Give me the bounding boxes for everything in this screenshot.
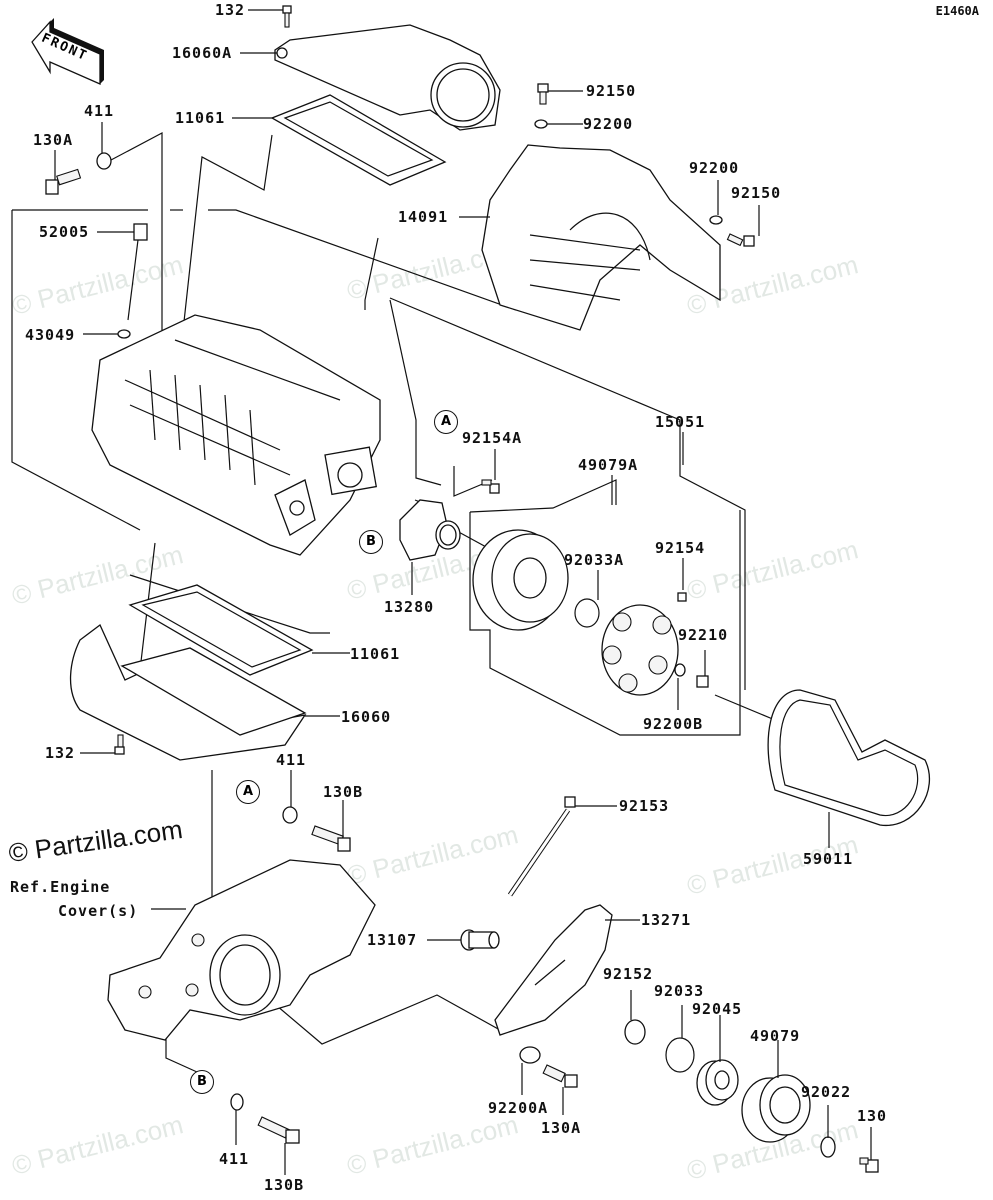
bolt-92150-right <box>726 233 755 247</box>
part-engine-cover <box>107 859 376 1041</box>
part-label-11061: 11061 <box>175 109 226 127</box>
bolt-130A-top <box>45 168 82 195</box>
bolt-92154 <box>677 592 687 602</box>
part-label-411: 411 <box>84 102 115 120</box>
part-label-16060A: 16060A <box>172 44 233 62</box>
part-14091 <box>481 144 721 331</box>
part-label-130: 130 <box>857 1107 888 1125</box>
part-13271 <box>494 904 613 1036</box>
bolt-132-top <box>282 5 292 28</box>
part-label-43049: 43049 <box>25 326 76 344</box>
bolt-92154A <box>481 479 500 494</box>
callout-a: A <box>236 780 260 804</box>
part-label-92045: 92045 <box>692 1000 743 1018</box>
part-label-13107: 13107 <box>367 931 418 949</box>
part-label-13280: 13280 <box>384 598 435 616</box>
nut-92210 <box>696 675 709 688</box>
part-label-92153: 92153 <box>619 797 670 815</box>
part-label-49079: 49079 <box>750 1027 801 1045</box>
pulley-49079 <box>741 1074 811 1143</box>
part-label-92200B: 92200B <box>643 715 704 733</box>
part-label-130A: 130A <box>33 131 74 149</box>
circlip-92033 <box>665 1037 695 1073</box>
part-label-92200: 92200 <box>689 159 740 177</box>
part-label-411: 411 <box>276 751 307 769</box>
washer-411-mid <box>282 806 298 824</box>
part-label-92150: 92150 <box>731 184 782 202</box>
part-label-49079A: 49079A <box>578 456 639 474</box>
part-label-59011: 59011 <box>803 850 854 868</box>
part-label-132: 132 <box>45 744 76 762</box>
part-label-92150: 92150 <box>586 82 637 100</box>
part-label-13271: 13271 <box>641 911 692 929</box>
washer-92022 <box>820 1136 836 1158</box>
bolt-130A-bottom <box>542 1064 578 1088</box>
part-label-130B: 130B <box>264 1176 305 1194</box>
part-label-92200: 92200 <box>583 115 634 133</box>
part-supercharger-body <box>91 314 381 556</box>
front-arrow-icon <box>31 18 104 85</box>
part-label-411: 411 <box>219 1150 250 1168</box>
bearing-92045 <box>696 1059 739 1106</box>
ring-92033A <box>574 598 600 628</box>
washer-92200B <box>674 663 686 677</box>
part-52005 <box>127 223 148 321</box>
part-label-132: 132 <box>215 1 246 19</box>
diagram-code: E1460A <box>935 4 979 18</box>
part-49079A <box>472 529 569 631</box>
washer-92200-top <box>534 119 548 129</box>
bolt-130 <box>859 1157 879 1173</box>
label-leaders <box>54 9 872 1175</box>
part-label-92152: 92152 <box>603 965 654 983</box>
washer-92200A <box>519 1046 541 1064</box>
part-label-92033A: 92033A <box>564 551 625 569</box>
bolt-92150-top <box>537 83 549 105</box>
part-label-130A: 130A <box>541 1119 582 1137</box>
part-16060A <box>274 24 501 131</box>
part-label-92210: 92210 <box>678 626 729 644</box>
part-13107 <box>460 929 500 951</box>
oring-43049 <box>117 329 131 339</box>
part-label-11061: 11061 <box>350 645 401 663</box>
washer-92200-right <box>709 215 723 225</box>
callout-b: B <box>359 530 383 554</box>
part-59011-belt <box>767 689 931 826</box>
reference-note-line2: Cover(s) <box>58 902 139 920</box>
callout-b: B <box>190 1070 214 1094</box>
part-label-130B: 130B <box>323 783 364 801</box>
part-13280 <box>399 499 461 561</box>
seal-92152 <box>624 1019 646 1045</box>
part-11061-top <box>270 94 447 186</box>
reference-note-line1: Ref.Engine <box>10 878 111 896</box>
part-11061-bottom <box>128 584 314 676</box>
part-label-92033: 92033 <box>654 982 705 1000</box>
part-label-92022: 92022 <box>801 1083 852 1101</box>
part-label-92154: 92154 <box>655 539 706 557</box>
part-label-16060: 16060 <box>341 708 392 726</box>
washer-411-top <box>96 152 112 170</box>
bolt-132-bottom <box>114 734 125 755</box>
part-label-92200A: 92200A <box>488 1099 549 1117</box>
part-16060 <box>69 623 307 761</box>
part-label-15051: 15051 <box>655 413 706 431</box>
part-label-52005: 52005 <box>39 223 90 241</box>
part-coupling-92210 <box>601 604 679 696</box>
part-label-92154A: 92154A <box>462 429 523 447</box>
bolt-130B-mid <box>311 825 351 852</box>
callout-a: A <box>434 410 458 434</box>
part-label-14091: 14091 <box>398 208 449 226</box>
washer-411-bottom <box>230 1093 244 1111</box>
bolt-92153 <box>507 796 576 897</box>
bolt-130B-bottom <box>257 1116 300 1144</box>
